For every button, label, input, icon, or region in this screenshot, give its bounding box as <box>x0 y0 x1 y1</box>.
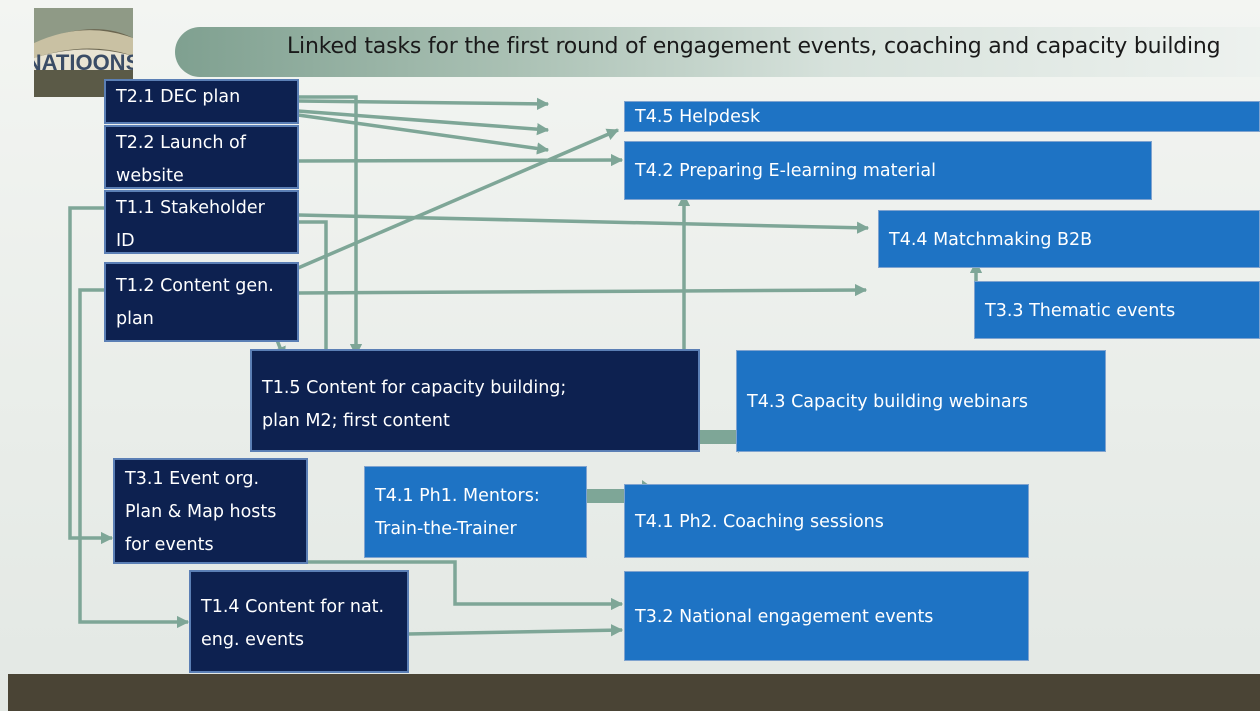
box-t4-4: T4.4 Matchmaking B2B <box>878 210 1260 268</box>
block-arrow-t15-t43 <box>670 421 760 453</box>
arrow-t12-helpdesk <box>297 128 620 270</box>
arrow-t21-helpdesk <box>297 113 550 155</box>
arrow-t22-helpdesk <box>297 109 550 136</box>
box-t2-1: T2.1 DEC plan <box>104 79 299 124</box>
arrow-t22-t42 <box>297 153 624 167</box>
arrow-t21-right <box>297 97 550 110</box>
arrow-t21-t15 <box>298 95 363 357</box>
box-t1-4: T1.4 Content for nat.eng. events <box>189 570 409 673</box>
box-t4-2: T4.2 Preparing E-learning material <box>624 141 1152 200</box>
arrow-t11-t31 <box>68 206 114 545</box>
arrow-t11-t44 <box>297 213 870 234</box>
box-t4-3: T4.3 Capacity building webinars <box>736 350 1106 452</box>
box-t4-1-ph1: T4.1 Ph1. Mentors:Train-the-Trainer <box>364 466 587 558</box>
arrow-t14-t32 <box>407 624 624 637</box>
page-title: Linked tasks for the first round of enga… <box>287 34 1221 59</box>
box-t1-2: T1.2 Content gen.plan <box>104 262 299 342</box>
arrow-t12-t14 <box>78 288 190 629</box>
arrow-t31-t32 <box>282 560 624 611</box>
logo-text: NATIOONS <box>34 50 133 75</box>
arrow-t12-right <box>297 283 868 297</box>
box-t4-5: T4.5 Helpdesk <box>624 101 1260 132</box>
block-arrow-t41-ph2 <box>574 480 664 512</box>
arrow-t11-t15 <box>298 220 333 372</box>
box-t1-5: T1.5 Content for capacity building;plan … <box>250 349 700 452</box>
header-band <box>175 27 1260 77</box>
box-t4-1-ph2: T4.1 Ph2. Coaching sessions <box>624 484 1029 558</box>
box-t3-3: T3.3 Thematic events <box>974 281 1260 339</box>
box-t3-2: T3.2 National engagement events <box>624 571 1029 661</box>
footer-bar <box>8 674 1260 711</box>
